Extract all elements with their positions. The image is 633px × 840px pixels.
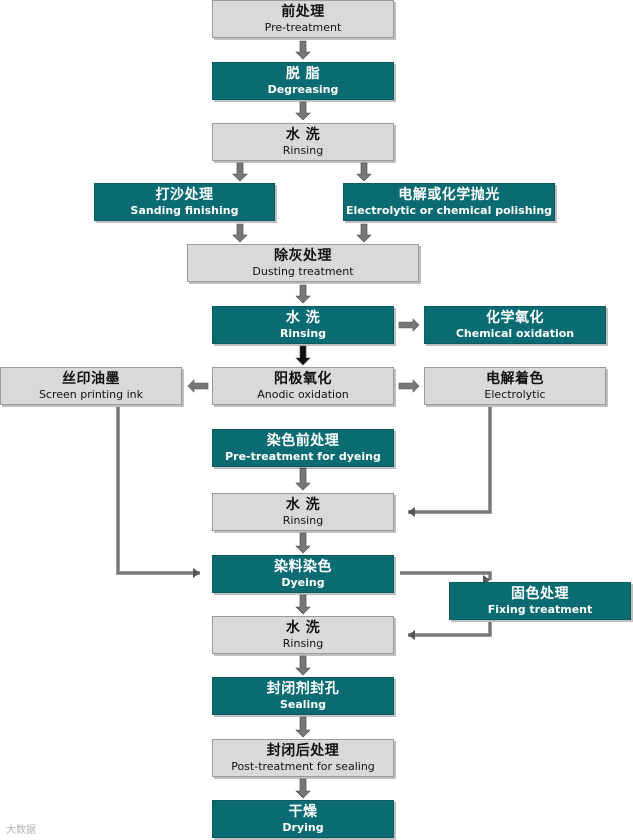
node-electrolytic-coloring-en: Electrolytic	[484, 387, 546, 401]
node-fixing-treatment-en: Fixing treatment	[487, 602, 593, 616]
elbow-connector	[408, 622, 492, 637]
down-arrow	[232, 223, 248, 243]
node-pretreatment-zh: 前处理	[281, 3, 325, 20]
node-dyeing-en: Dyeing	[281, 575, 325, 589]
node-anodic-oxidation-en: Anodic oxidation	[257, 387, 349, 401]
node-rinsing-4-en: Rinsing	[282, 636, 324, 650]
down-arrow	[295, 101, 311, 121]
down-arrow	[295, 284, 311, 304]
down-arrow	[295, 40, 311, 60]
down-arrow	[295, 778, 311, 799]
down-arrow	[295, 532, 311, 554]
node-screen-printing-ink-en: Screen printing ink	[38, 387, 144, 401]
node-rinsing-2: 水 洗 Rinsing	[212, 306, 394, 344]
down-arrow	[356, 223, 372, 243]
node-drying-zh: 干燥	[288, 803, 318, 820]
down-arrow	[295, 345, 311, 366]
node-dyeing-zh: 染料染色	[274, 558, 332, 575]
node-sanding-finishing: 打沙处理 Sanding finishing	[94, 183, 275, 221]
node-pretreatment-en: Pre-treatment	[264, 20, 342, 34]
elbow-connector-line	[408, 622, 491, 636]
node-pretreatment-for-dyeing-en: Pre-treatment for dyeing	[225, 449, 381, 463]
node-drying: 干燥 Drying	[212, 800, 394, 838]
node-pretreatment-for-dyeing: 染色前处理 Pre-treatment for dyeing	[212, 429, 394, 467]
elbow-connector-line	[400, 572, 491, 580]
node-chemical-oxidation: 化学氧化 Chemical oxidation	[424, 306, 606, 344]
right-arrow	[398, 318, 420, 332]
down-arrow	[295, 467, 311, 491]
elbow-arrowhead	[408, 630, 415, 640]
elbow-connector-line	[408, 407, 491, 513]
node-rinsing-2-en: Rinsing	[279, 326, 327, 340]
right-arrow	[398, 379, 420, 393]
down-arrow	[356, 162, 372, 182]
node-drying-en: Drying	[282, 820, 324, 834]
node-rinsing-1-en: Rinsing	[282, 143, 324, 157]
node-rinsing-4: 水 洗 Rinsing	[212, 616, 394, 654]
node-sealing: 封闭剂封孔 Sealing	[212, 677, 394, 715]
node-polishing-zh: 电解或化学抛光	[398, 186, 500, 203]
elbow-connector	[408, 407, 492, 514]
node-degreasing: 脱 脂 Degreasing	[212, 62, 394, 100]
watermark-text: 大数据	[6, 825, 36, 836]
node-anodic-oxidation-zh: 阳极氧化	[274, 370, 332, 387]
node-electrolytic-coloring: 电解着色 Electrolytic	[424, 367, 606, 405]
node-pretreatment: 前处理 Pre-treatment	[212, 0, 394, 38]
node-dusting-treatment: 除灰处理 Dusting treatment	[187, 244, 419, 282]
elbow-arrowhead	[193, 568, 200, 578]
node-rinsing-4-zh: 水 洗	[285, 619, 321, 636]
node-sealing-zh: 封闭剂封孔	[266, 680, 340, 697]
elbow-connector-line	[117, 407, 200, 574]
node-post-treatment-sealing-en: Post-treatment for sealing	[231, 759, 375, 773]
node-rinsing-1-zh: 水 洗	[285, 126, 321, 143]
node-rinsing-2-zh: 水 洗	[285, 309, 321, 326]
elbow-arrowhead	[408, 507, 415, 517]
node-sanding-finishing-en: Sanding finishing	[130, 203, 239, 217]
node-fixing-treatment-zh: 固色处理	[511, 585, 569, 602]
node-screen-printing-ink: 丝印油墨 Screen printing ink	[0, 367, 182, 405]
node-post-treatment-sealing-zh: 封闭后处理	[266, 742, 340, 759]
node-chemical-oxidation-zh: 化学氧化	[486, 309, 544, 326]
node-rinsing-3-zh: 水 洗	[285, 496, 321, 513]
node-degreasing-en: Degreasing	[267, 82, 339, 96]
node-rinsing-3-en: Rinsing	[282, 513, 324, 527]
node-anodic-oxidation: 阳极氧化 Anodic oxidation	[212, 367, 394, 405]
down-arrow	[295, 716, 311, 738]
left-arrow	[187, 379, 209, 393]
node-polishing-en: Electrolytic or chemical polishing	[345, 203, 553, 217]
node-sealing-en: Sealing	[279, 697, 327, 711]
node-sanding-finishing-zh: 打沙处理	[155, 186, 214, 203]
node-pretreatment-for-dyeing-zh: 染色前处理	[266, 432, 340, 449]
node-polishing: 电解或化学抛光 Electrolytic or chemical polishi…	[343, 183, 555, 221]
node-rinsing-1: 水 洗 Rinsing	[212, 123, 394, 161]
node-rinsing-3: 水 洗 Rinsing	[212, 493, 394, 531]
node-electrolytic-coloring-zh: 电解着色	[486, 370, 544, 387]
elbow-connector	[116, 407, 200, 575]
node-post-treatment-sealing: 封闭后处理 Post-treatment for sealing	[212, 739, 394, 777]
node-dyeing: 染料染色 Dyeing	[212, 555, 394, 593]
node-chemical-oxidation-en: Chemical oxidation	[455, 326, 575, 340]
down-arrow	[295, 655, 311, 676]
node-screen-printing-ink-zh: 丝印油墨	[62, 370, 120, 387]
down-arrow	[295, 594, 311, 615]
node-fixing-treatment: 固色处理 Fixing treatment	[449, 582, 631, 620]
node-dusting-treatment-zh: 除灰处理	[274, 247, 332, 264]
node-degreasing-zh: 脱 脂	[285, 65, 321, 82]
down-arrow	[232, 162, 248, 182]
node-dusting-treatment-en: Dusting treatment	[252, 264, 354, 278]
elbow-connector	[400, 571, 492, 580]
